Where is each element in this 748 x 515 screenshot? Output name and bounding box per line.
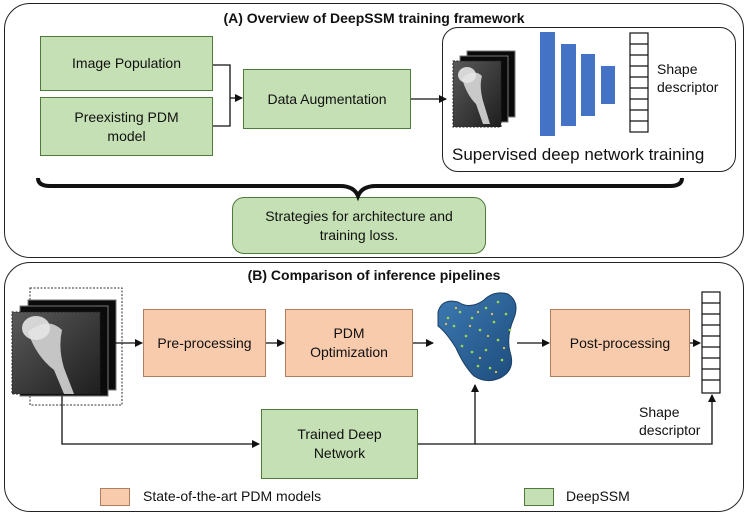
panel-a bbox=[4, 3, 744, 258]
network-layers bbox=[540, 32, 615, 136]
post-processing-box: Post-processing bbox=[550, 309, 690, 377]
strategies-label: Strategies for architecture and training… bbox=[265, 207, 453, 243]
brace bbox=[36, 177, 684, 202]
shape-descriptor-vector-b bbox=[701, 291, 721, 394]
arrow-xray-to-network bbox=[61, 396, 260, 448]
shape-descriptor-label-a: Shape descriptor bbox=[657, 61, 719, 96]
data-augmentation-box: Data Augmentation bbox=[243, 69, 411, 129]
xray-stack-b bbox=[11, 287, 123, 406]
pdm-optimization-label: PDM Optimization bbox=[310, 325, 388, 360]
panel-b-title: (B) Comparison of inference pipelines bbox=[247, 267, 501, 283]
legend-swatch-orange bbox=[100, 488, 130, 506]
pre-processing-box: Pre-processing bbox=[143, 309, 266, 377]
trained-network-label: Trained Deep Network bbox=[297, 426, 382, 461]
merge-connector bbox=[213, 64, 243, 127]
image-population-label: Image Population bbox=[72, 55, 181, 72]
shape-descriptor-vector-a bbox=[629, 32, 649, 133]
pre-processing-label: Pre-processing bbox=[157, 334, 252, 351]
data-augmentation-label: Data Augmentation bbox=[267, 90, 387, 107]
legend-label-state-of-art: State-of-the-art PDM models bbox=[143, 488, 322, 504]
legend-swatch-green bbox=[524, 488, 554, 506]
trained-network-box: Trained Deep Network bbox=[261, 409, 418, 479]
preexisting-pdm-box: Preexisting PDM model bbox=[40, 97, 213, 156]
panel-a-title: (A) Overview of DeepSSM training framewo… bbox=[223, 10, 525, 26]
shape-descriptor-label-b: Shape descriptor bbox=[639, 404, 701, 439]
bone-mesh bbox=[437, 292, 517, 382]
image-population-box: Image Population bbox=[40, 36, 213, 91]
legend-label-deepssm: DeepSSM bbox=[566, 488, 630, 504]
strategies-box: Strategies for architecture and training… bbox=[232, 197, 486, 254]
panel-b bbox=[4, 262, 744, 512]
preexisting-pdm-label: Preexisting PDM model bbox=[74, 108, 179, 144]
post-processing-label: Post-processing bbox=[569, 334, 671, 351]
arrow-network-to-descriptor bbox=[475, 394, 716, 445]
xray-stack-a bbox=[452, 50, 516, 128]
arrow-network-to-bone bbox=[418, 384, 479, 445]
supervised-training-label: Supervised deep network training bbox=[452, 145, 705, 164]
pdm-optimization-box: PDM Optimization bbox=[285, 309, 413, 377]
